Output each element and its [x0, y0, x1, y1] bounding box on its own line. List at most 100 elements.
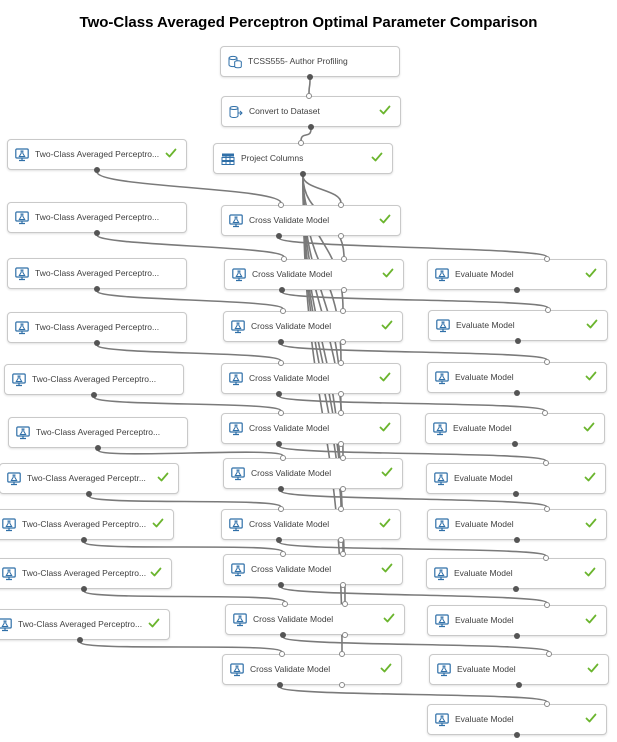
output-port[interactable]	[94, 167, 100, 173]
output-port[interactable]	[276, 233, 282, 239]
module-tcap8[interactable]: Two-Class Averaged Perceptro...	[0, 509, 174, 540]
output-port-secondary[interactable]	[338, 441, 344, 447]
module-cv1[interactable]: Cross Validate Model	[221, 205, 401, 236]
module-cv8[interactable]: Cross Validate Model	[223, 554, 403, 585]
input-port[interactable]	[279, 651, 285, 657]
output-port[interactable]	[308, 124, 314, 130]
output-port[interactable]	[277, 682, 283, 688]
output-port[interactable]	[514, 390, 520, 396]
input-port[interactable]	[278, 360, 284, 366]
input-port[interactable]	[340, 455, 346, 461]
output-port[interactable]	[512, 441, 518, 447]
output-port[interactable]	[94, 340, 100, 346]
output-port-secondary[interactable]	[338, 537, 344, 543]
module-ev4[interactable]: Evaluate Model	[425, 413, 605, 444]
input-port[interactable]	[281, 256, 287, 262]
output-port[interactable]	[95, 445, 101, 451]
module-ev9[interactable]: Evaluate Model	[429, 654, 609, 685]
input-port[interactable]	[542, 410, 548, 416]
input-port[interactable]	[545, 307, 551, 313]
input-port[interactable]	[544, 506, 550, 512]
module-cv9[interactable]: Cross Validate Model	[225, 604, 405, 635]
output-port-secondary[interactable]	[338, 391, 344, 397]
output-port[interactable]	[276, 391, 282, 397]
output-port[interactable]	[513, 491, 519, 497]
output-port-secondary[interactable]	[341, 287, 347, 293]
input-port[interactable]	[280, 308, 286, 314]
module-tcap3[interactable]: Two-Class Averaged Perceptro...	[7, 258, 187, 289]
module-tcap1[interactable]: Two-Class Averaged Perceptro...	[7, 139, 187, 170]
input-port[interactable]	[280, 551, 286, 557]
input-port[interactable]	[340, 551, 346, 557]
module-ev3[interactable]: Evaluate Model	[427, 362, 607, 393]
output-port-secondary[interactable]	[338, 233, 344, 239]
output-port[interactable]	[514, 633, 520, 639]
module-ev1[interactable]: Evaluate Model	[427, 259, 607, 290]
input-port[interactable]	[544, 602, 550, 608]
input-port[interactable]	[544, 701, 550, 707]
module-ev6[interactable]: Evaluate Model	[427, 509, 607, 540]
module-ev5[interactable]: Evaluate Model	[426, 463, 606, 494]
module-cv10[interactable]: Cross Validate Model	[222, 654, 402, 685]
module-tcap4[interactable]: Two-Class Averaged Perceptro...	[7, 312, 187, 343]
output-port-secondary[interactable]	[340, 339, 346, 345]
module-cv5[interactable]: Cross Validate Model	[221, 413, 401, 444]
output-port[interactable]	[515, 338, 521, 344]
output-port[interactable]	[278, 582, 284, 588]
output-port[interactable]	[81, 537, 87, 543]
module-cv2[interactable]: Cross Validate Model	[224, 259, 404, 290]
input-port[interactable]	[278, 410, 284, 416]
module-tcap7[interactable]: Two-Class Averaged Perceptr...	[0, 463, 179, 494]
module-tcap6[interactable]: Two-Class Averaged Perceptro...	[8, 417, 188, 448]
input-port[interactable]	[342, 601, 348, 607]
output-port[interactable]	[81, 586, 87, 592]
input-port[interactable]	[340, 308, 346, 314]
output-port[interactable]	[77, 637, 83, 643]
output-port-secondary[interactable]	[340, 486, 346, 492]
input-port[interactable]	[546, 651, 552, 657]
module-tcap10[interactable]: Two-Class Averaged Perceptro...	[0, 609, 170, 640]
input-port[interactable]	[338, 410, 344, 416]
module-tcap5[interactable]: Two-Class Averaged Perceptro...	[4, 364, 184, 395]
output-port[interactable]	[307, 74, 313, 80]
output-port[interactable]	[91, 392, 97, 398]
input-port[interactable]	[543, 555, 549, 561]
input-port[interactable]	[278, 506, 284, 512]
output-port[interactable]	[276, 537, 282, 543]
output-port[interactable]	[300, 171, 306, 177]
input-port[interactable]	[338, 202, 344, 208]
output-port[interactable]	[516, 682, 522, 688]
input-port[interactable]	[339, 651, 345, 657]
module-dataset[interactable]: TCSS555- Author Profiling	[220, 46, 400, 77]
output-port-secondary[interactable]	[340, 582, 346, 588]
output-port[interactable]	[278, 486, 284, 492]
output-port[interactable]	[86, 491, 92, 497]
module-tcap2[interactable]: Two-Class Averaged Perceptro...	[7, 202, 187, 233]
input-port[interactable]	[544, 256, 550, 262]
input-port[interactable]	[543, 460, 549, 466]
module-ev2[interactable]: Evaluate Model	[428, 310, 608, 341]
module-cv4[interactable]: Cross Validate Model	[221, 363, 401, 394]
output-port[interactable]	[94, 230, 100, 236]
module-ev7[interactable]: Evaluate Model	[426, 558, 606, 589]
module-cv6[interactable]: Cross Validate Model	[223, 458, 403, 489]
output-port[interactable]	[278, 339, 284, 345]
input-port[interactable]	[278, 202, 284, 208]
output-port[interactable]	[280, 632, 286, 638]
module-ev8[interactable]: Evaluate Model	[427, 605, 607, 636]
module-cv7[interactable]: Cross Validate Model	[221, 509, 401, 540]
output-port[interactable]	[279, 287, 285, 293]
input-port[interactable]	[338, 360, 344, 366]
output-port[interactable]	[514, 537, 520, 543]
module-convert[interactable]: Convert to Dataset	[221, 96, 401, 127]
input-port[interactable]	[298, 140, 304, 146]
output-port[interactable]	[514, 287, 520, 293]
output-port[interactable]	[513, 586, 519, 592]
output-port[interactable]	[514, 732, 520, 738]
output-port[interactable]	[94, 286, 100, 292]
module-cv3[interactable]: Cross Validate Model	[223, 311, 403, 342]
output-port[interactable]	[276, 441, 282, 447]
input-port[interactable]	[341, 256, 347, 262]
module-tcap9[interactable]: Two-Class Averaged Perceptro...	[0, 558, 172, 589]
output-port-secondary[interactable]	[342, 632, 348, 638]
